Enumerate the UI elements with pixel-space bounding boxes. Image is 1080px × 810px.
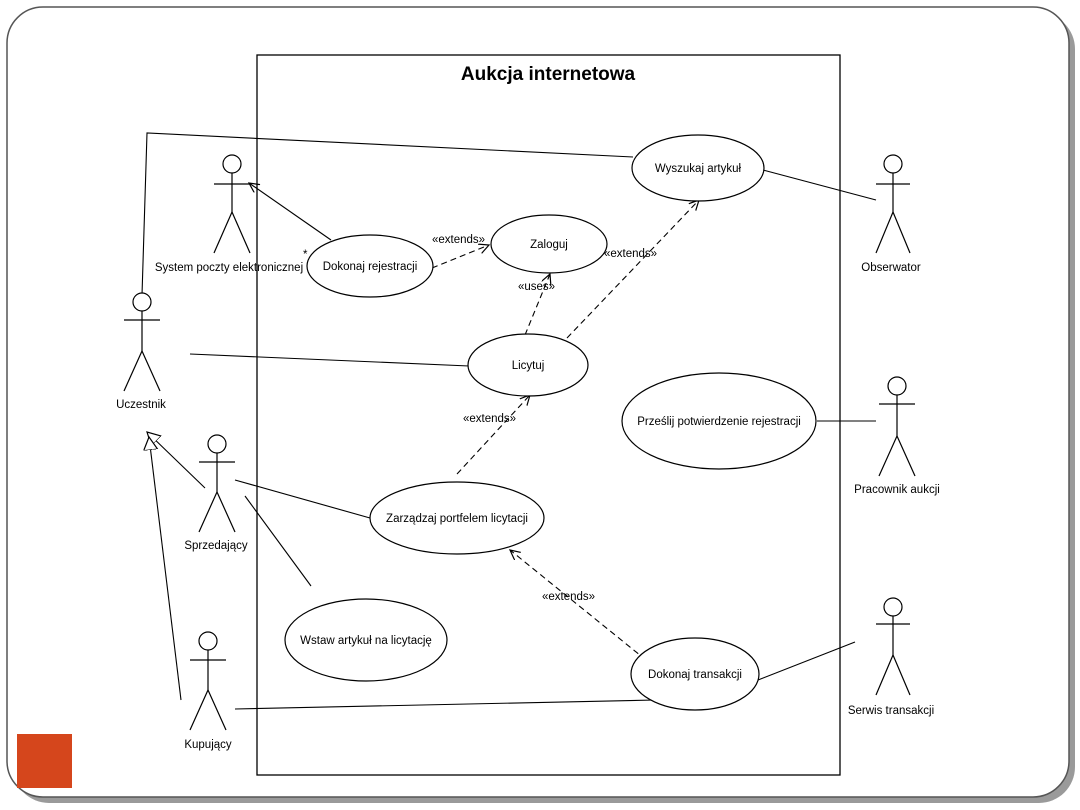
svg-text:Licytuj: Licytuj	[512, 360, 545, 372]
use-case-zaloguj: Zaloguj	[490, 214, 608, 274]
assoc-wyszukaj-obserwator	[762, 169, 877, 201]
actor-pracownik	[878, 376, 916, 477]
label-extends-4: «extends»	[542, 591, 595, 603]
label-extends-1: «extends»	[432, 234, 485, 246]
dep-licytuj-wyszukaj	[566, 200, 699, 339]
actor-label-system-poczty: System poczty elektronicznej	[155, 262, 303, 274]
accent-square	[17, 734, 72, 788]
label-uses: «uses»	[518, 281, 555, 293]
stick-figure-icon	[207, 434, 227, 454]
actor-label-uczestnik: Uczestnik	[116, 399, 166, 411]
assoc-transakcja-serwis	[757, 641, 856, 681]
use-case-dokonaj-transakcji: Dokonaj transakcji	[630, 637, 760, 711]
assoc-sprzedajacy-zarzadzaj	[234, 479, 371, 519]
actor-sprzedajacy	[198, 434, 236, 533]
svg-text:Wyszukaj artykuł: Wyszukaj artykuł	[655, 163, 742, 175]
stick-figure-icon	[222, 154, 242, 174]
svg-text:Wstaw artykuł na licytację: Wstaw artykuł na licytację	[300, 635, 432, 647]
multiplicity-mark: *	[303, 249, 308, 261]
svg-text:Dokonaj transakcji: Dokonaj transakcji	[648, 669, 742, 681]
actor-system-poczty	[213, 154, 251, 254]
use-case-wyszukaj: Wyszukaj artykuł	[631, 134, 765, 202]
use-case-licytuj: Licytuj	[467, 333, 589, 397]
use-case-przeslij: Prześlij potwierdzenie rejestracji	[621, 372, 817, 470]
generalization-kupujacy	[149, 437, 182, 701]
dep-licytuj-zaloguj	[524, 274, 550, 336]
svg-text:Dokonaj rejestracji: Dokonaj rejestracji	[323, 261, 418, 273]
stick-figure-icon	[132, 292, 152, 312]
svg-text:Prześlij potwierdzenie rejestr: Prześlij potwierdzenie rejestracji	[637, 416, 801, 428]
dependencies	[431, 200, 699, 661]
label-extends-2: «extends»	[604, 248, 657, 260]
label-extends-3: «extends»	[463, 413, 516, 425]
assoc-uczestnik-wyszukaj	[141, 132, 634, 296]
dep-transakcja-zarzadzaj	[510, 550, 647, 661]
stick-figure-icon	[887, 376, 907, 396]
actor-label-pracownik: Pracownik aukcji	[854, 484, 940, 496]
actor-label-sprzedajacy: Sprzedający	[184, 540, 248, 552]
assoc-rejestracja-system-poczty	[249, 183, 332, 241]
assoc-uczestnik-licytuj	[189, 353, 470, 367]
use-case-dokonaj-rejestracji: Dokonaj rejestracji	[306, 234, 434, 298]
actor-kupujacy	[189, 631, 227, 731]
actor-label-obserwator: Obserwator	[861, 262, 921, 274]
svg-text:Zaloguj: Zaloguj	[530, 239, 568, 251]
associations	[141, 132, 877, 710]
system-boundary	[256, 54, 841, 776]
use-case-wstaw: Wstaw artykuł na licytację	[284, 598, 448, 682]
slide-border	[6, 6, 1070, 798]
use-case-zarzadzaj: Zarządzaj portfelem licytacji	[369, 481, 545, 555]
dep-zarzadzaj-licytuj	[456, 395, 530, 475]
actor-serwis	[875, 597, 911, 696]
dep-rejestracja-zaloguj	[431, 245, 489, 269]
stick-figure-icon	[883, 154, 903, 174]
stick-figure-icon	[883, 597, 903, 617]
actor-label-kupujacy: Kupujący	[184, 739, 232, 751]
actor-obserwator	[875, 154, 911, 254]
svg-text:Zarządzaj portfelem licytacji: Zarządzaj portfelem licytacji	[386, 513, 528, 525]
actor-label-serwis: Serwis transakcji	[848, 705, 934, 717]
assoc-sprzedajacy-wstaw	[244, 495, 312, 587]
assoc-kupujacy-transakcja	[234, 699, 656, 710]
stick-figure-icon	[198, 631, 218, 651]
actor-uczestnik	[123, 292, 161, 392]
diagram-title: Aukcja internetowa	[461, 64, 636, 85]
